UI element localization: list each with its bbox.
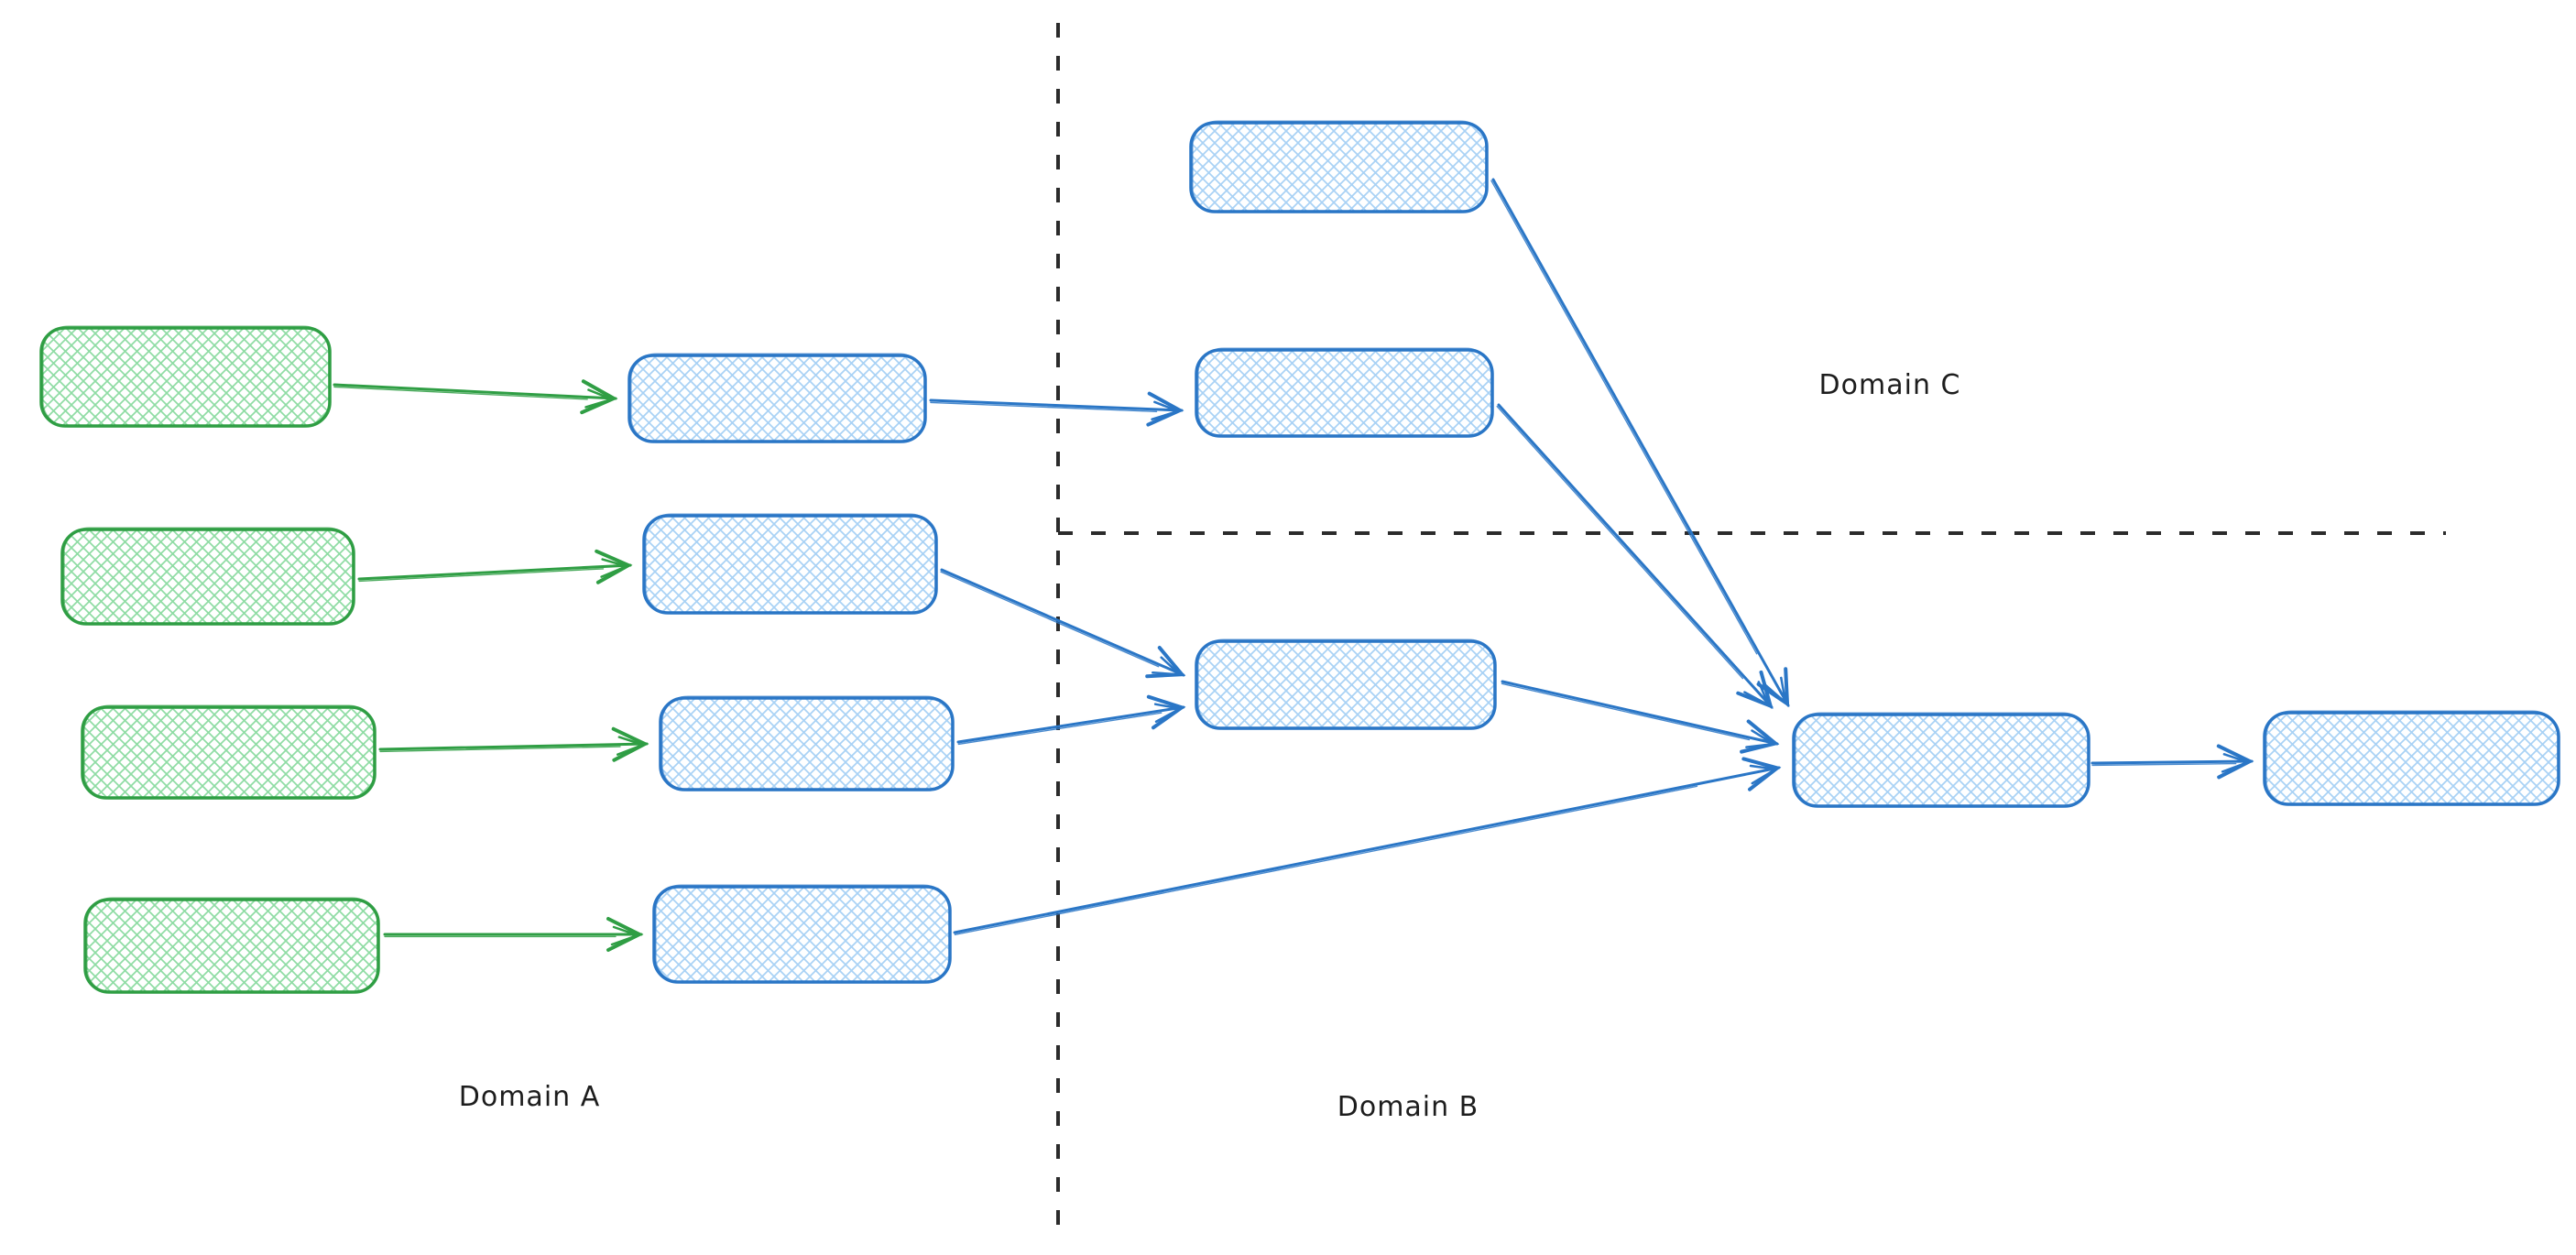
edge-green3-to-a3 <box>378 726 649 762</box>
domain-a-label: Domain A <box>459 1081 600 1113</box>
node-blue-a4 <box>652 884 952 984</box>
node-green-4 <box>83 897 380 994</box>
node-blue-a2 <box>642 513 938 615</box>
edge-a1-to-b1 <box>929 391 1184 427</box>
node-blue-converge <box>1792 712 2090 808</box>
node-green-1 <box>39 325 332 428</box>
edge-ctop-to-converge <box>1490 178 1790 708</box>
edge-b2-to-converge <box>1501 680 1780 754</box>
edge-a4-to-converge <box>953 757 1782 936</box>
edge-green4-to-a4 <box>383 917 644 952</box>
node-blue-b2 <box>1195 638 1497 730</box>
domain-c-label: Domain C <box>1819 369 1961 401</box>
node-green-2 <box>60 527 355 626</box>
node-blue-b1 <box>1195 347 1494 438</box>
node-blue-final <box>2263 710 2560 806</box>
node-blue-c-top <box>1189 120 1489 213</box>
node-green-3 <box>81 704 377 800</box>
edge-b1-to-converge <box>1496 403 1774 709</box>
edge-green1-to-a1 <box>333 379 618 415</box>
edge-converge-to-final <box>2090 744 2254 780</box>
edge-green2-to-a2 <box>357 549 633 584</box>
node-blue-a3 <box>659 695 955 791</box>
edge-a3-to-b2 <box>956 694 1186 746</box>
edge-a2-to-b2 <box>940 568 1186 679</box>
node-blue-a1 <box>628 353 927 443</box>
domain-b-label: Domain B <box>1337 1091 1479 1123</box>
